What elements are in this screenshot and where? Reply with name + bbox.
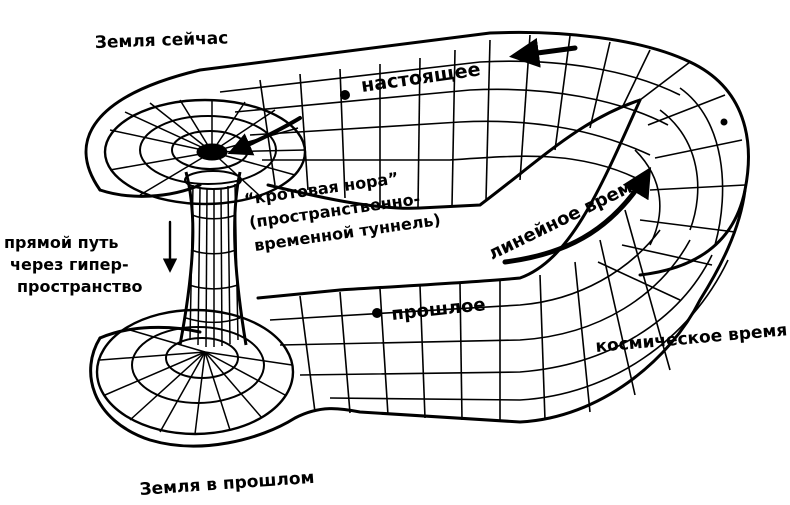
label-earth-past: Земля в прошлом (139, 468, 315, 500)
past-dot (372, 308, 382, 318)
label-past: прошлое (390, 294, 486, 325)
sheet-grid (219, 34, 746, 421)
spacetime-sheet (84, 30, 750, 448)
lower-sheet-outer-edge (89, 188, 747, 448)
label-linear-time: линейное время (485, 171, 646, 264)
label-cosmic-time: космическое время (595, 320, 788, 357)
label-direct-path-line1: прямой путь (4, 233, 119, 252)
label-direct-path-line3: пространство (17, 277, 142, 296)
label-earth-now: Земля сейчас (94, 28, 228, 53)
lower-sheet-inner-edge (256, 98, 642, 300)
lower-wormhole-mouth (95, 308, 295, 436)
upper-sheet-inner-edge (266, 98, 642, 210)
label-direct-path-line2: через гипер- (10, 255, 129, 274)
to-wormhole-arrow (227, 116, 302, 156)
upper-wormhole-mouth (103, 98, 307, 206)
present-flow-arrow (509, 37, 578, 68)
present-dot (340, 90, 350, 100)
upper-sheet-outer-edge (84, 30, 750, 277)
arrows (162, 37, 652, 273)
wormhole-throat (178, 170, 248, 348)
linear-time-arrow (502, 166, 652, 265)
fold-dot (720, 118, 728, 126)
